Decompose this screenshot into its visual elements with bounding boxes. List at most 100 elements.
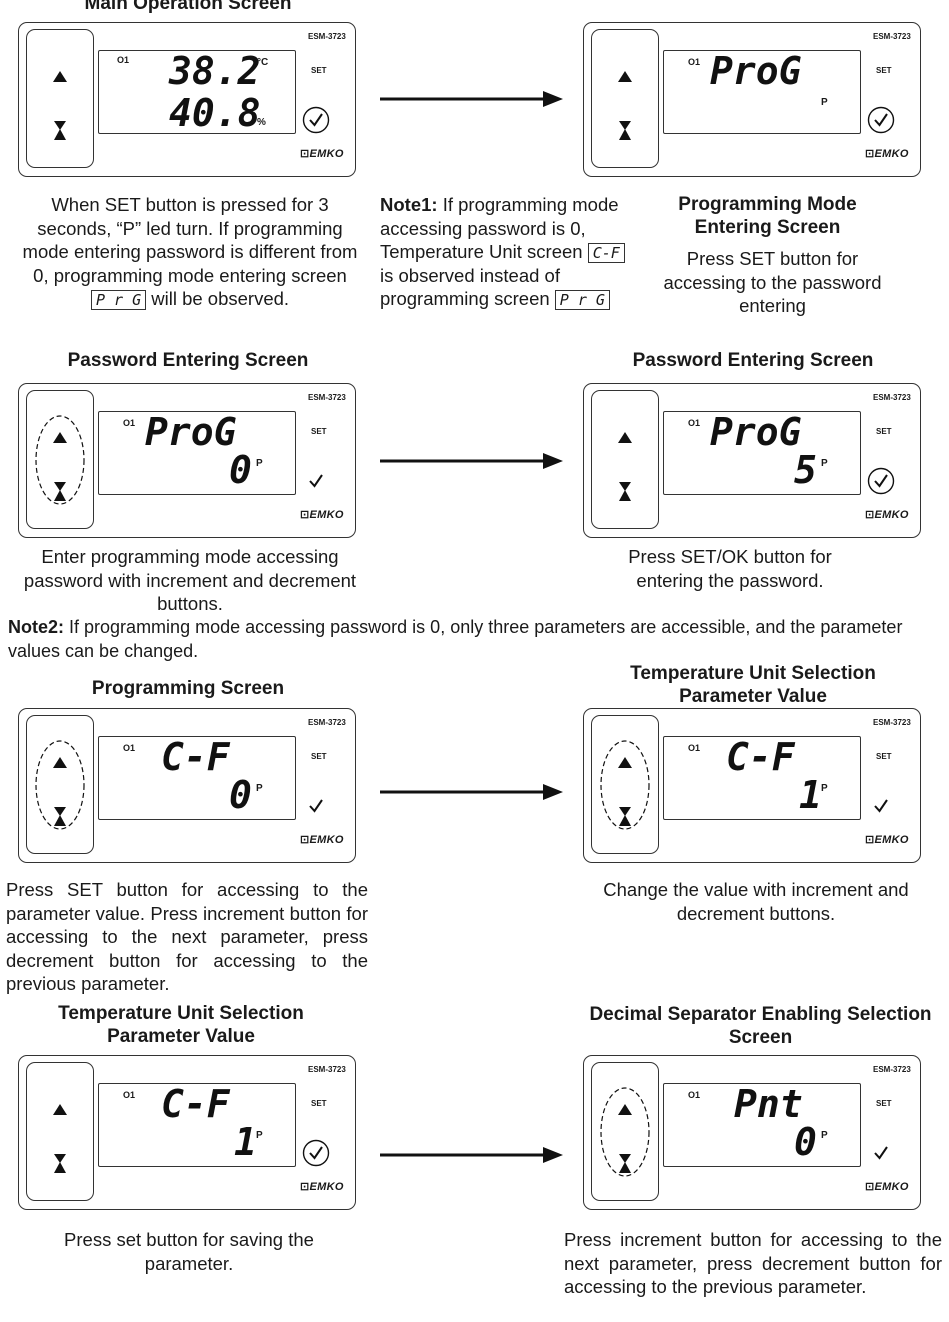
p-led-indicator: P	[256, 1130, 263, 1141]
emko-logo: ⊡EMKO	[865, 1181, 909, 1193]
description-temp-unit-value: Change the value with increment and decr…	[603, 879, 909, 924]
set-label: SET	[311, 1099, 327, 1108]
device-bezel	[18, 708, 356, 863]
increment-button-icon[interactable]	[52, 70, 68, 84]
emko-logo: ⊡EMKO	[300, 509, 344, 521]
decimal-separator-title: Decimal Separator Enabling Selection Scr…	[589, 1004, 932, 1048]
display-bottom-value: 0	[229, 448, 252, 492]
model-label: ESM-3723	[873, 393, 911, 402]
model-label: ESM-3723	[873, 1065, 911, 1074]
decrement-button-icon[interactable]	[52, 120, 68, 142]
lcd-display: O1 C-F 0 P	[98, 735, 296, 820]
checkmark-icon[interactable]	[302, 792, 330, 820]
decrement-button-icon[interactable]	[617, 1153, 633, 1175]
inline-segment-prg: P r G	[554, 290, 610, 310]
set-ok-button-icon[interactable]	[867, 467, 895, 495]
set-ok-button-icon[interactable]	[302, 106, 330, 134]
device-temp-unit-value: O1 C-F 1 P ESM-3723 SET ⊡EMKO	[583, 708, 921, 863]
set-label: SET	[876, 66, 892, 75]
device-bezel	[583, 22, 921, 177]
flow-arrow-icon	[380, 784, 563, 800]
temp-unit-value-title-right: Temperature Unit Selection Parameter Val…	[630, 663, 876, 707]
increment-button-icon[interactable]	[52, 756, 68, 770]
device-decimal-separator: O1 Pnt 0 P ESM-3723 SET ⊡EMKO	[583, 1055, 921, 1210]
keypad	[591, 390, 659, 529]
emko-logo: ⊡EMKO	[865, 148, 909, 160]
decrement-button-icon[interactable]	[617, 120, 633, 142]
increment-button-icon[interactable]	[617, 431, 633, 445]
device-programming-screen: O1 C-F 0 P ESM-3723 SET ⊡EMKO	[18, 708, 356, 863]
dashed-highlight-icon	[35, 415, 85, 505]
p-led-indicator: P	[256, 458, 263, 469]
description-password-left: Enter programming mode accessing passwor…	[23, 546, 357, 614]
set-label: SET	[876, 427, 892, 436]
lcd-display: O1 Pnt 0 P	[663, 1082, 861, 1167]
device-bezel	[18, 22, 356, 177]
display-bottom-value: 5	[794, 448, 817, 492]
inline-segment-cf: C-F	[587, 243, 625, 263]
o1-label: O1	[123, 1090, 136, 1100]
increment-button-icon[interactable]	[617, 1103, 633, 1117]
password-entering-title-left: Password Entering Screen	[67, 350, 309, 371]
main-operation-title: Main Operation Screen	[84, 0, 292, 14]
o1-label: O1	[688, 1090, 701, 1100]
lcd-display: O1 ProG 0 P	[98, 410, 296, 495]
decrement-button-icon[interactable]	[617, 481, 633, 503]
lcd-display: O1 38.2 °C 40.8 %	[98, 49, 296, 135]
display-top-value: ProG	[145, 410, 237, 454]
device-bezel	[583, 383, 921, 538]
o1-label: O1	[123, 418, 136, 428]
decrement-button-icon[interactable]	[52, 1153, 68, 1175]
set-ok-button-icon[interactable]	[867, 106, 895, 134]
description-programming-screen: Press SET button for accessing to the pa…	[6, 879, 368, 994]
device-main-operation: O1 38.2 °C 40.8 % ESM-3723 SET ⊡EMKO	[18, 22, 356, 177]
decrement-button-icon[interactable]	[52, 481, 68, 503]
emko-logo: ⊡EMKO	[865, 834, 909, 846]
password-entering-title-right: Password Entering Screen	[632, 350, 874, 371]
emko-logo: ⊡EMKO	[300, 834, 344, 846]
model-label: ESM-3723	[308, 393, 346, 402]
emko-logo: ⊡EMKO	[865, 509, 909, 521]
set-label: SET	[311, 752, 327, 761]
display-top-value: Pnt	[734, 1082, 803, 1126]
display-bottom-value: 0	[794, 1120, 817, 1164]
device-temp-unit-save: O1 C-F 1 P ESM-3723 SET ⊡EMKO	[18, 1055, 356, 1210]
keypad	[591, 715, 659, 854]
checkmark-icon[interactable]	[302, 467, 330, 495]
lcd-display: O1 ProG P	[663, 49, 861, 134]
p-led-indicator: P	[256, 783, 263, 794]
o1-label: O1	[688, 57, 701, 67]
display-bottom-value: 1	[234, 1120, 257, 1164]
set-label: SET	[876, 752, 892, 761]
device-password-entering-right: O1 ProG 5 P ESM-3723 SET ⊡EMKO	[583, 383, 921, 538]
display-top-unit: °C	[257, 57, 269, 68]
description-decimal-separator: Press increment button for accessing to …	[564, 1229, 942, 1297]
note2-text: Note2: If programming mode accessing pas…	[8, 617, 903, 661]
programming-screen-title: Programming Screen	[91, 678, 285, 699]
device-programming-entering: O1 ProG P ESM-3723 SET ⊡EMKO	[583, 22, 921, 177]
lcd-display: O1 C-F 1 P	[663, 735, 861, 820]
decrement-button-icon[interactable]	[617, 806, 633, 828]
increment-button-icon[interactable]	[52, 431, 68, 445]
device-bezel	[18, 383, 356, 538]
checkmark-icon[interactable]	[867, 1139, 895, 1167]
emko-logo: ⊡EMKO	[300, 1181, 344, 1193]
keypad	[26, 29, 94, 168]
keypad	[26, 1062, 94, 1201]
set-ok-button-icon[interactable]	[302, 1139, 330, 1167]
keypad	[591, 29, 659, 168]
description-programming-entering: Press SET button for accessing to the pa…	[663, 248, 882, 316]
dashed-highlight-icon	[600, 1087, 650, 1177]
increment-button-icon[interactable]	[617, 756, 633, 770]
model-label: ESM-3723	[308, 32, 346, 41]
display-bottom-unit: %	[257, 117, 266, 128]
emko-logo: ⊡EMKO	[300, 148, 344, 160]
increment-button-icon[interactable]	[52, 1103, 68, 1117]
inline-segment-prg: P r G	[90, 290, 147, 310]
display-top-value: C-F	[726, 735, 795, 779]
display-bottom-value: 1	[799, 773, 822, 817]
increment-button-icon[interactable]	[617, 70, 633, 84]
decrement-button-icon[interactable]	[52, 806, 68, 828]
checkmark-icon[interactable]	[867, 792, 895, 820]
temp-unit-value-title-left: Temperature Unit Selection Parameter Val…	[58, 1003, 304, 1047]
